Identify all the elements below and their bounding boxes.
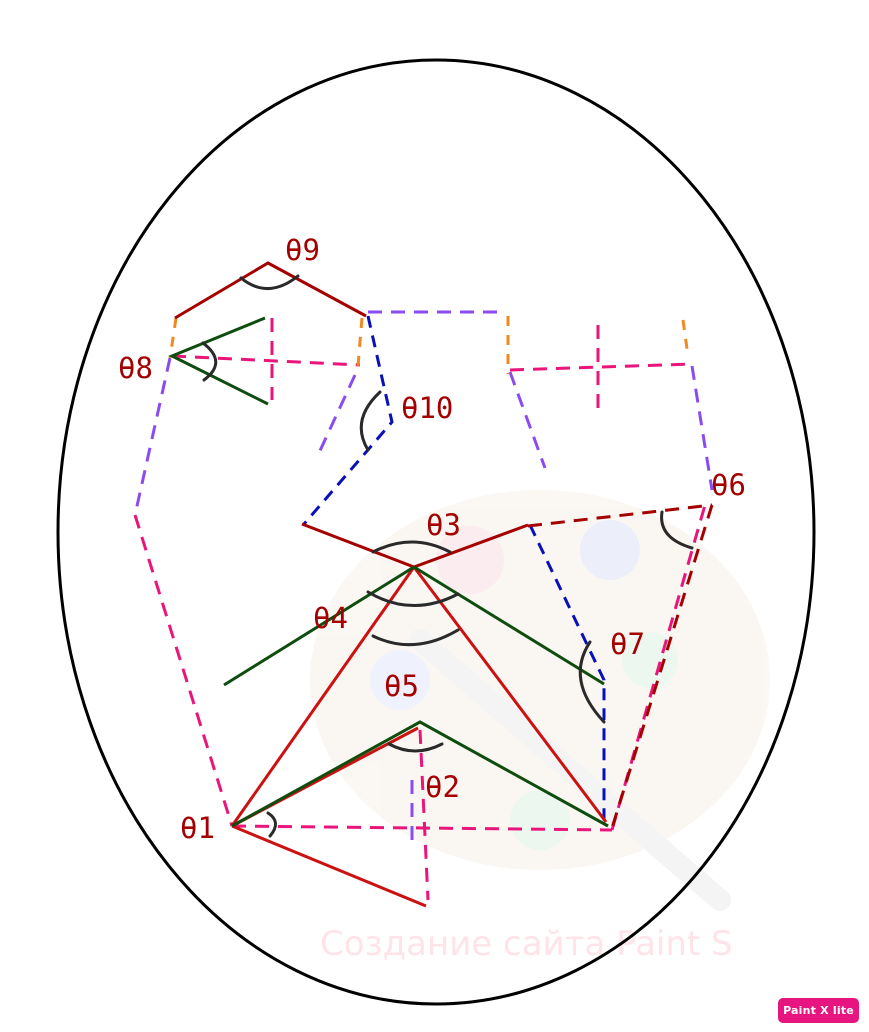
- purple-right-contour: [690, 365, 714, 491]
- red-right-long: [412, 566, 608, 823]
- angle-labels: θ9 θ8 θ10 θ6 θ3 θ4 θ7 θ5 θ2 θ1: [118, 233, 746, 845]
- pink-eye-right-horizontal: [509, 362, 693, 372]
- arc-theta10: [359, 390, 382, 452]
- purple-left-eye-lower: [316, 374, 357, 456]
- pink-base-line: [231, 824, 613, 832]
- orange-dashed-lines: [168, 316, 690, 374]
- green-middle-left: [223, 565, 415, 687]
- arc-theta2: [387, 742, 444, 753]
- blue-right-line: [528, 524, 606, 825]
- orange-left-1: [168, 317, 178, 359]
- purple-right-eye-lower: [508, 371, 547, 469]
- purple-left-contour: [133, 357, 172, 516]
- brow-roof-line: [174, 261, 367, 320]
- watermark-palette: [310, 490, 770, 911]
- label-theta6: θ6: [711, 468, 746, 502]
- label-theta5: θ5: [384, 669, 419, 703]
- darkred-dashed-right: [610, 504, 714, 829]
- orange-left-2: [356, 317, 364, 367]
- arc-theta9: [239, 274, 300, 290]
- pink-eye-left-horizontal: [171, 354, 361, 367]
- label-theta4: θ4: [313, 601, 348, 635]
- arc-theta1: [266, 811, 277, 838]
- green-middle-right: [413, 565, 605, 686]
- red-chin-lower: [231, 824, 427, 908]
- blue-dashed-lines: [302, 315, 606, 825]
- label-theta7: θ7: [610, 627, 645, 661]
- label-theta3: θ3: [426, 508, 461, 542]
- arc-theta3: [371, 540, 452, 554]
- darkred-dashed-lines: [527, 503, 714, 829]
- label-theta10: θ10: [401, 391, 453, 425]
- orange-right-2: [681, 319, 690, 357]
- arc-theta7: [578, 640, 606, 724]
- arc-theta5: [371, 628, 460, 647]
- label-theta2: θ2: [425, 770, 460, 804]
- angle-arcs: [201, 274, 694, 838]
- pink-left-contour: [133, 514, 234, 827]
- outer-ellipse: [56, 58, 816, 1006]
- watermark-text: Создание сайта Paint S: [320, 924, 733, 964]
- label-theta9: θ9: [285, 233, 320, 267]
- label-theta1: θ1: [180, 811, 215, 845]
- arc-theta8: [201, 341, 218, 382]
- arc-theta4: [366, 590, 460, 607]
- green-lower: [231, 720, 609, 828]
- arc-theta6: [660, 510, 694, 550]
- green-solid-lines: [168, 316, 609, 828]
- pink-center-vertical: [418, 729, 430, 901]
- purple-dashed-lines: [133, 310, 714, 845]
- green-left-eye: [168, 316, 269, 406]
- darkred-dashed-top: [527, 503, 713, 528]
- paint-x-lite-badge: Paint X lite: [778, 998, 859, 1023]
- label-theta8: θ8: [118, 351, 153, 385]
- red-left-long: [230, 566, 416, 827]
- blue-nose-line: [302, 315, 394, 525]
